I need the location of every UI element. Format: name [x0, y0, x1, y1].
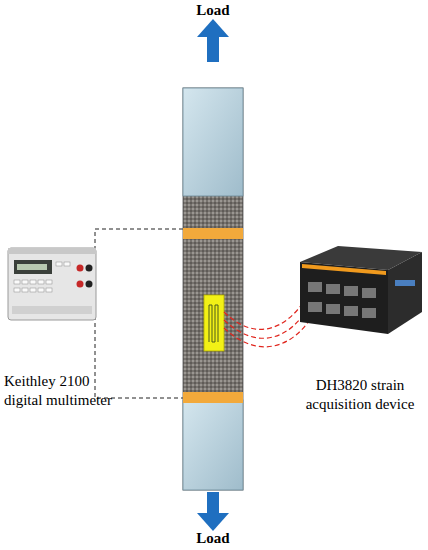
multimeter-base	[12, 306, 92, 314]
multimeter-digits	[17, 264, 47, 270]
gauge-wire	[224, 316, 312, 347]
load-label: Load	[183, 530, 243, 547]
button	[30, 280, 36, 284]
load-arrow-head	[197, 513, 229, 531]
device-port	[308, 302, 322, 312]
device-trim	[302, 264, 386, 275]
device-port	[326, 304, 340, 314]
multimeter-body	[8, 248, 96, 320]
button	[46, 288, 52, 292]
multimeter-buttons	[14, 262, 70, 292]
multimeter-display	[14, 260, 52, 274]
device-side	[388, 252, 422, 334]
button	[38, 280, 44, 284]
button	[64, 262, 70, 266]
button	[56, 262, 62, 266]
button	[14, 280, 20, 284]
electrode-band	[183, 228, 243, 239]
input-jack	[77, 265, 84, 272]
gripping-tab	[183, 88, 243, 196]
device-port	[326, 284, 340, 294]
input-jack	[86, 265, 93, 272]
device-panel	[395, 280, 415, 286]
gauge-grid	[209, 305, 218, 342]
button	[46, 280, 52, 284]
input-jack	[86, 281, 93, 288]
device-port	[362, 308, 376, 318]
button	[30, 288, 36, 292]
device-port	[344, 286, 358, 296]
device-port	[362, 288, 376, 298]
load-label: Load	[183, 2, 243, 19]
device-port	[344, 306, 358, 316]
device-port	[308, 282, 322, 292]
multimeter-top	[8, 248, 96, 254]
load-arrow-shaft	[207, 34, 219, 62]
button	[22, 280, 28, 284]
strain-gauge	[204, 295, 224, 351]
instrument-node: DH3820 strain acquisition device	[296, 244, 424, 414]
electrode-band	[183, 392, 243, 403]
device-front	[300, 262, 388, 334]
load-arrow-head	[197, 19, 229, 37]
instrument-caption: Keithley 2100 digital multimeter	[4, 372, 128, 410]
load-arrow-shaft	[207, 492, 219, 516]
button	[38, 288, 44, 292]
specimen-strip	[183, 88, 243, 490]
input-jack	[77, 281, 84, 288]
button	[22, 288, 28, 292]
gripping-tab	[183, 400, 243, 490]
instrument-node: Keithley 2100 digital multimeter	[4, 244, 128, 410]
gauge-wire	[224, 308, 308, 338]
instrument-caption: DH3820 strain acquisition device	[296, 376, 424, 414]
button	[14, 288, 20, 292]
gauge-wire	[224, 300, 305, 329]
